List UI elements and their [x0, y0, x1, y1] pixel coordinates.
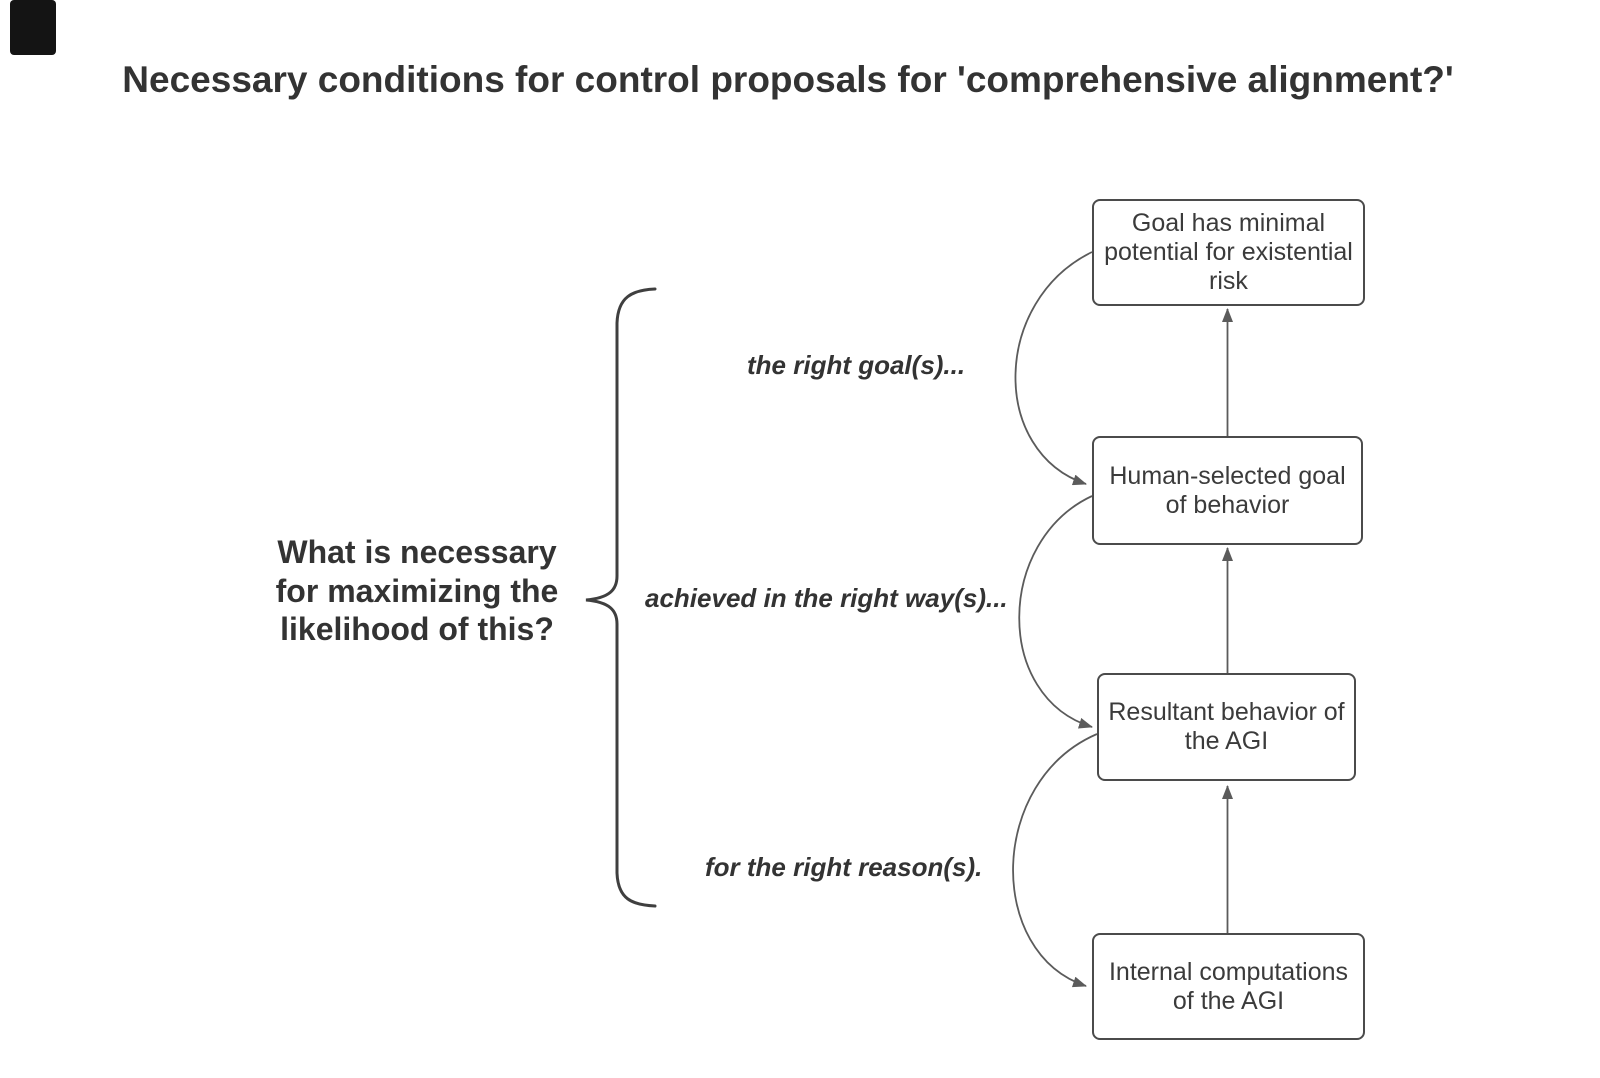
curved-arrow-right-way	[1018, 495, 1093, 729]
node-internal-computations: Internal computations of the AGI	[1092, 933, 1365, 1040]
curved-arrow-right-reason	[1012, 733, 1098, 988]
label-right-ways: achieved in the right way(s)...	[645, 583, 1008, 613]
curved-arrow-right-goal	[1014, 251, 1093, 486]
node-human-selected-goal: Human-selected goal of behavior	[1092, 436, 1363, 545]
cursor-block-artifact	[10, 0, 56, 55]
node-resultant-behavior: Resultant behavior of the AGI	[1097, 673, 1356, 781]
node-goal-minimal-existential-risk: Goal has minimal potential for existenti…	[1092, 199, 1365, 306]
question-text: What is necessary for maximizing the lik…	[275, 534, 559, 647]
diagram-title: Necessary conditions for control proposa…	[122, 59, 1454, 100]
label-right-goals: the right goal(s)...	[747, 350, 966, 380]
label-right-reasons: for the right reason(s).	[705, 852, 983, 882]
curly-brace	[585, 287, 657, 908]
